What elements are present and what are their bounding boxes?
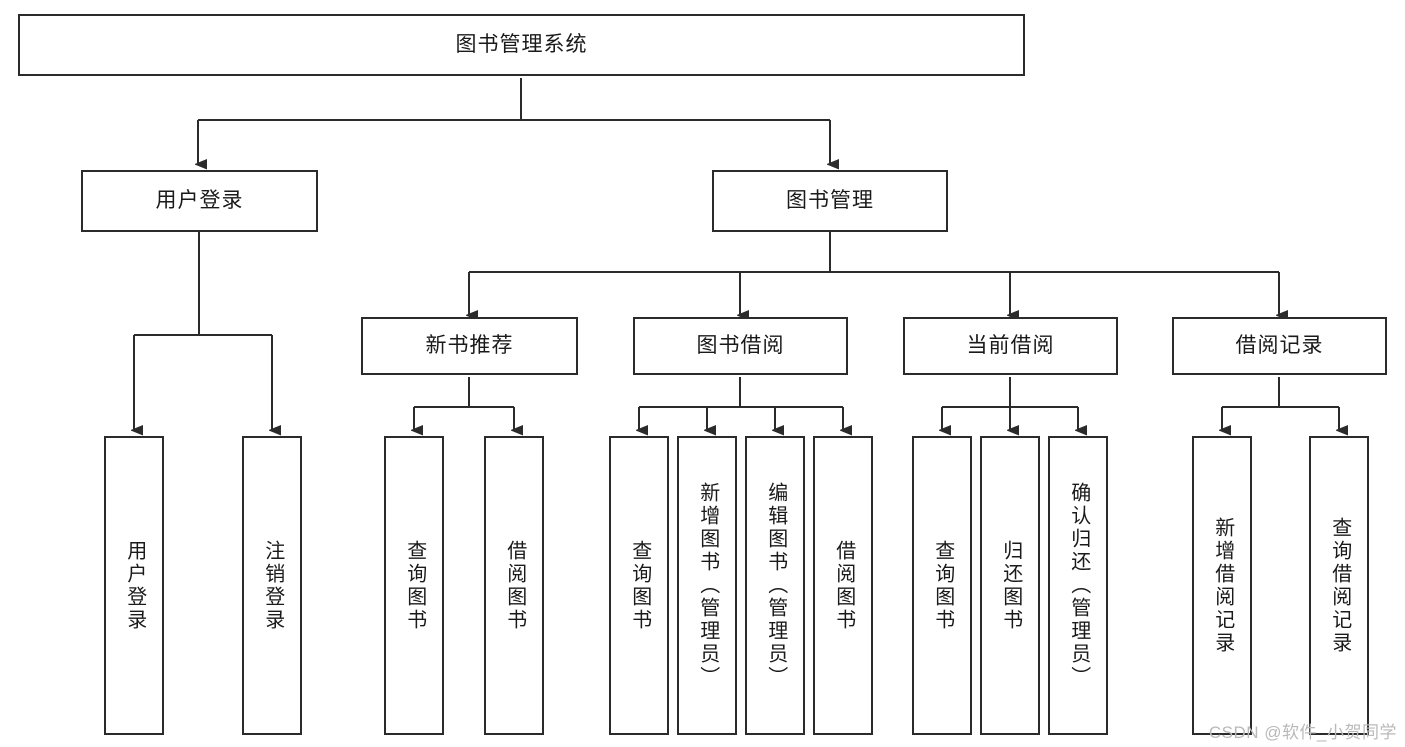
node-leaf-query-book-1[interactable]: 查询图书	[384, 436, 444, 735]
node-leaf-return-book-label: 归还图书	[999, 539, 1022, 632]
node-leaf-add-record[interactable]: 新增借阅记录	[1192, 436, 1252, 735]
node-root-label: 图书管理系统	[455, 33, 588, 57]
node-leaf-query-book-1-label: 查询图书	[403, 539, 426, 632]
node-leaf-logout-label: 注销登录	[261, 539, 284, 632]
node-leaf-user-login[interactable]: 用户登录	[104, 436, 164, 735]
node-leaf-edit-book[interactable]: 编辑图书（管理员）	[745, 436, 805, 735]
node-new-book-rec[interactable]: 新书推荐	[361, 317, 578, 375]
node-leaf-borrow-book-2-label: 借阅图书	[832, 539, 855, 632]
node-book-borrow-label: 图书借阅	[696, 334, 785, 358]
node-leaf-query-book-3-label: 查询图书	[931, 539, 954, 632]
node-user-login-label: 用户登录	[155, 189, 244, 213]
node-leaf-borrow-book-2[interactable]: 借阅图书	[813, 436, 873, 735]
node-leaf-query-record[interactable]: 查询借阅记录	[1309, 436, 1369, 735]
node-leaf-query-book-3[interactable]: 查询图书	[912, 436, 972, 735]
node-leaf-borrow-book-1-label: 借阅图书	[503, 539, 526, 632]
node-leaf-add-book[interactable]: 新增图书（管理员）	[677, 436, 737, 735]
node-leaf-logout[interactable]: 注销登录	[242, 436, 302, 735]
node-new-book-rec-label: 新书推荐	[425, 334, 514, 358]
node-leaf-confirm-return-label: 确认归还（管理员）	[1067, 482, 1090, 689]
node-leaf-confirm-return[interactable]: 确认归还（管理员）	[1048, 436, 1108, 735]
node-leaf-query-book-2-label: 查询图书	[628, 539, 651, 632]
node-current-borrow[interactable]: 当前借阅	[903, 317, 1118, 375]
node-borrow-record[interactable]: 借阅记录	[1172, 317, 1387, 375]
watermark: CSDN @软件_小贺同学	[1208, 723, 1397, 742]
node-leaf-add-book-label: 新增图书（管理员）	[696, 482, 719, 689]
node-leaf-return-book[interactable]: 归还图书	[980, 436, 1040, 735]
node-root[interactable]: 图书管理系统	[18, 14, 1025, 76]
node-leaf-query-record-label: 查询借阅记录	[1328, 516, 1351, 655]
node-leaf-user-login-label: 用户登录	[123, 539, 146, 632]
node-user-login[interactable]: 用户登录	[81, 170, 318, 232]
node-current-borrow-label: 当前借阅	[966, 334, 1055, 358]
node-book-manage[interactable]: 图书管理	[712, 170, 948, 232]
node-book-manage-label: 图书管理	[786, 189, 874, 213]
node-book-borrow[interactable]: 图书借阅	[633, 317, 848, 375]
node-leaf-query-book-2[interactable]: 查询图书	[609, 436, 669, 735]
node-borrow-record-label: 借阅记录	[1235, 334, 1324, 358]
node-leaf-borrow-book-1[interactable]: 借阅图书	[484, 436, 544, 735]
node-leaf-edit-book-label: 编辑图书（管理员）	[764, 482, 787, 689]
node-leaf-add-record-label: 新增借阅记录	[1211, 516, 1234, 655]
